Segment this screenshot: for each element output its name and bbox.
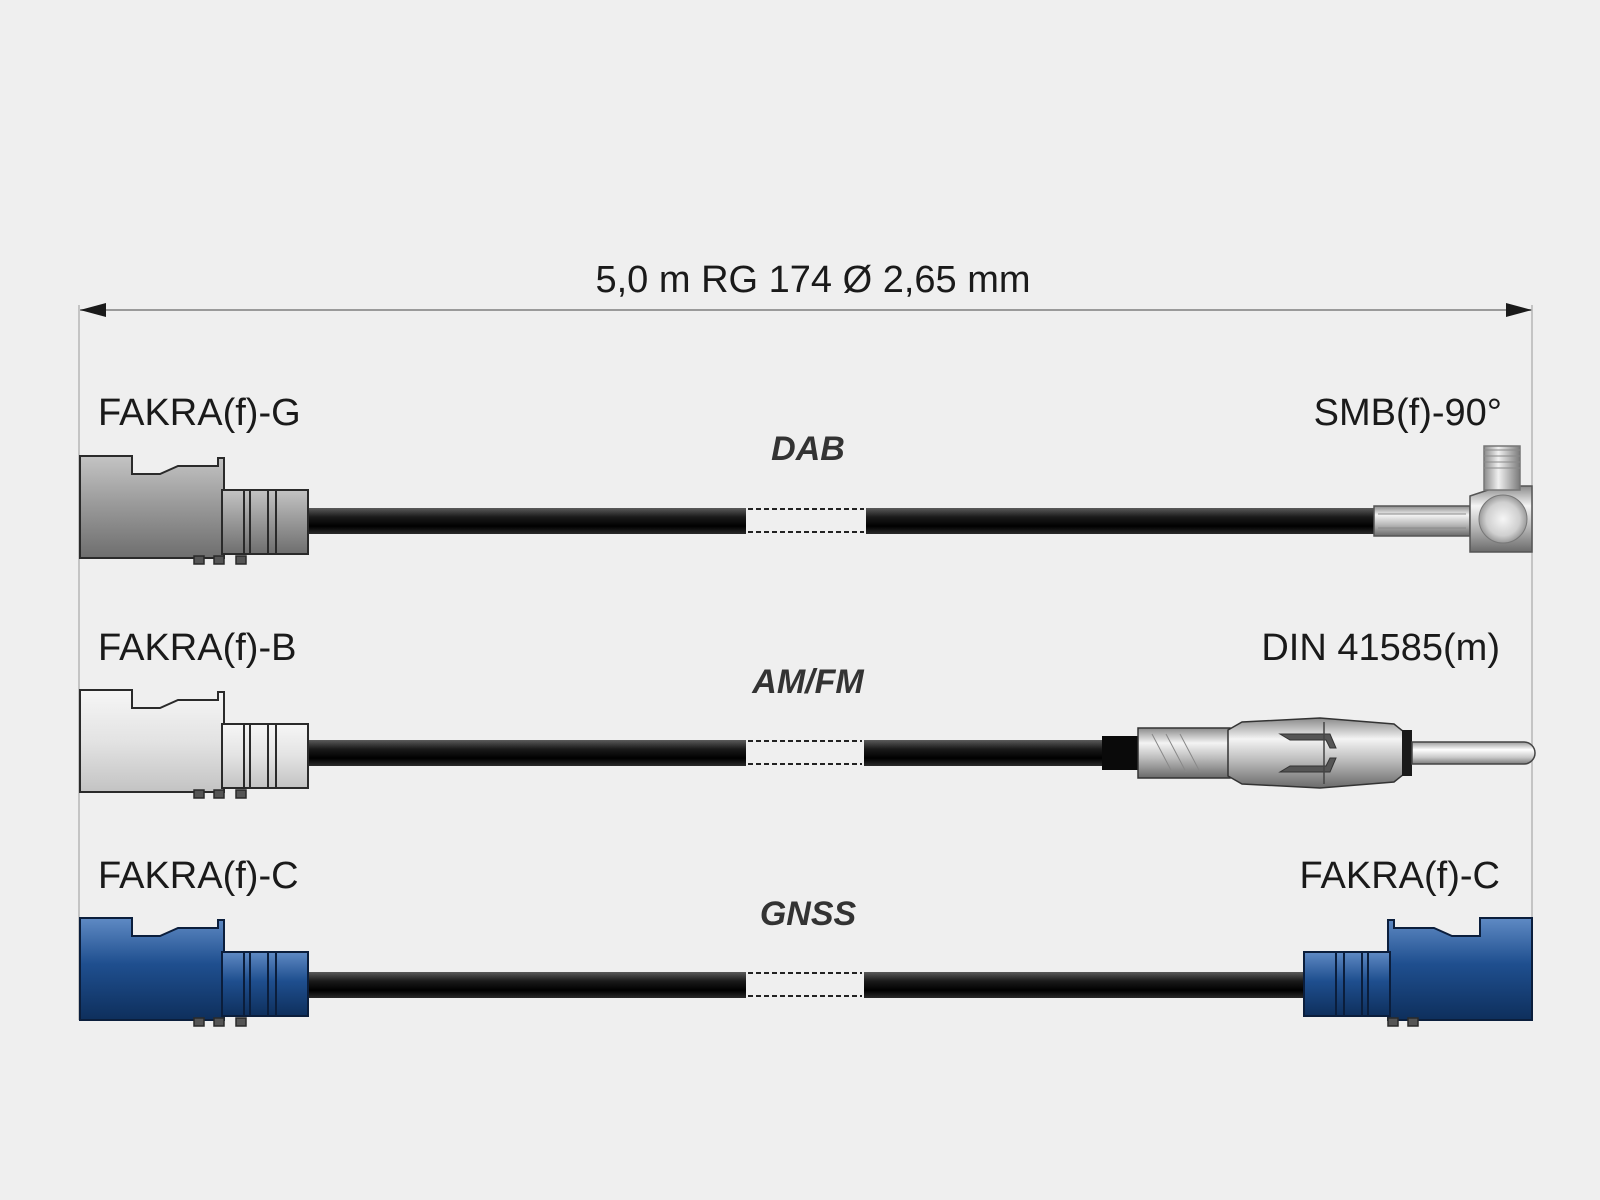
fakra-connector-icon (79, 917, 309, 1027)
fakra-connector-icon (79, 689, 309, 799)
coax-cable (306, 740, 1104, 766)
arrow-left-icon (80, 303, 106, 317)
dimension-label: 5,0 m RG 174 Ø 2,65 mm (595, 259, 1030, 301)
coax-cable (306, 972, 1308, 998)
cable-row-dab: FAKRA(f)-G SMB(f)-90° DAB (79, 392, 1533, 565)
left-connector-label: FAKRA(f)-C (98, 855, 299, 897)
right-connector-label: SMB(f)-90° (1314, 392, 1502, 434)
left-connector-label: FAKRA(f)-G (98, 392, 301, 434)
din-plug-icon (1102, 717, 1536, 789)
dimension-line (78, 303, 1533, 1020)
cable-row-amfm: FAKRA(f)-B DIN 41585(m) AM/FM (79, 627, 1536, 799)
coax-cable (306, 508, 1376, 534)
band-label: DAB (771, 430, 845, 468)
left-connector-label: FAKRA(f)-B (98, 627, 296, 669)
arrow-right-icon (1506, 303, 1532, 317)
smb-90-connector-icon (1373, 445, 1533, 553)
right-connector-label: DIN 41585(m) (1261, 627, 1500, 669)
band-label: GNSS (760, 895, 857, 933)
right-connector-label: FAKRA(f)-C (1299, 855, 1500, 897)
band-label: AM/FM (751, 663, 864, 701)
fakra-connector-icon (1303, 917, 1533, 1027)
fakra-connector-icon (79, 455, 309, 565)
cable-row-gnss: FAKRA(f)-C FAKRA(f)-C GNSS (79, 855, 1533, 1027)
